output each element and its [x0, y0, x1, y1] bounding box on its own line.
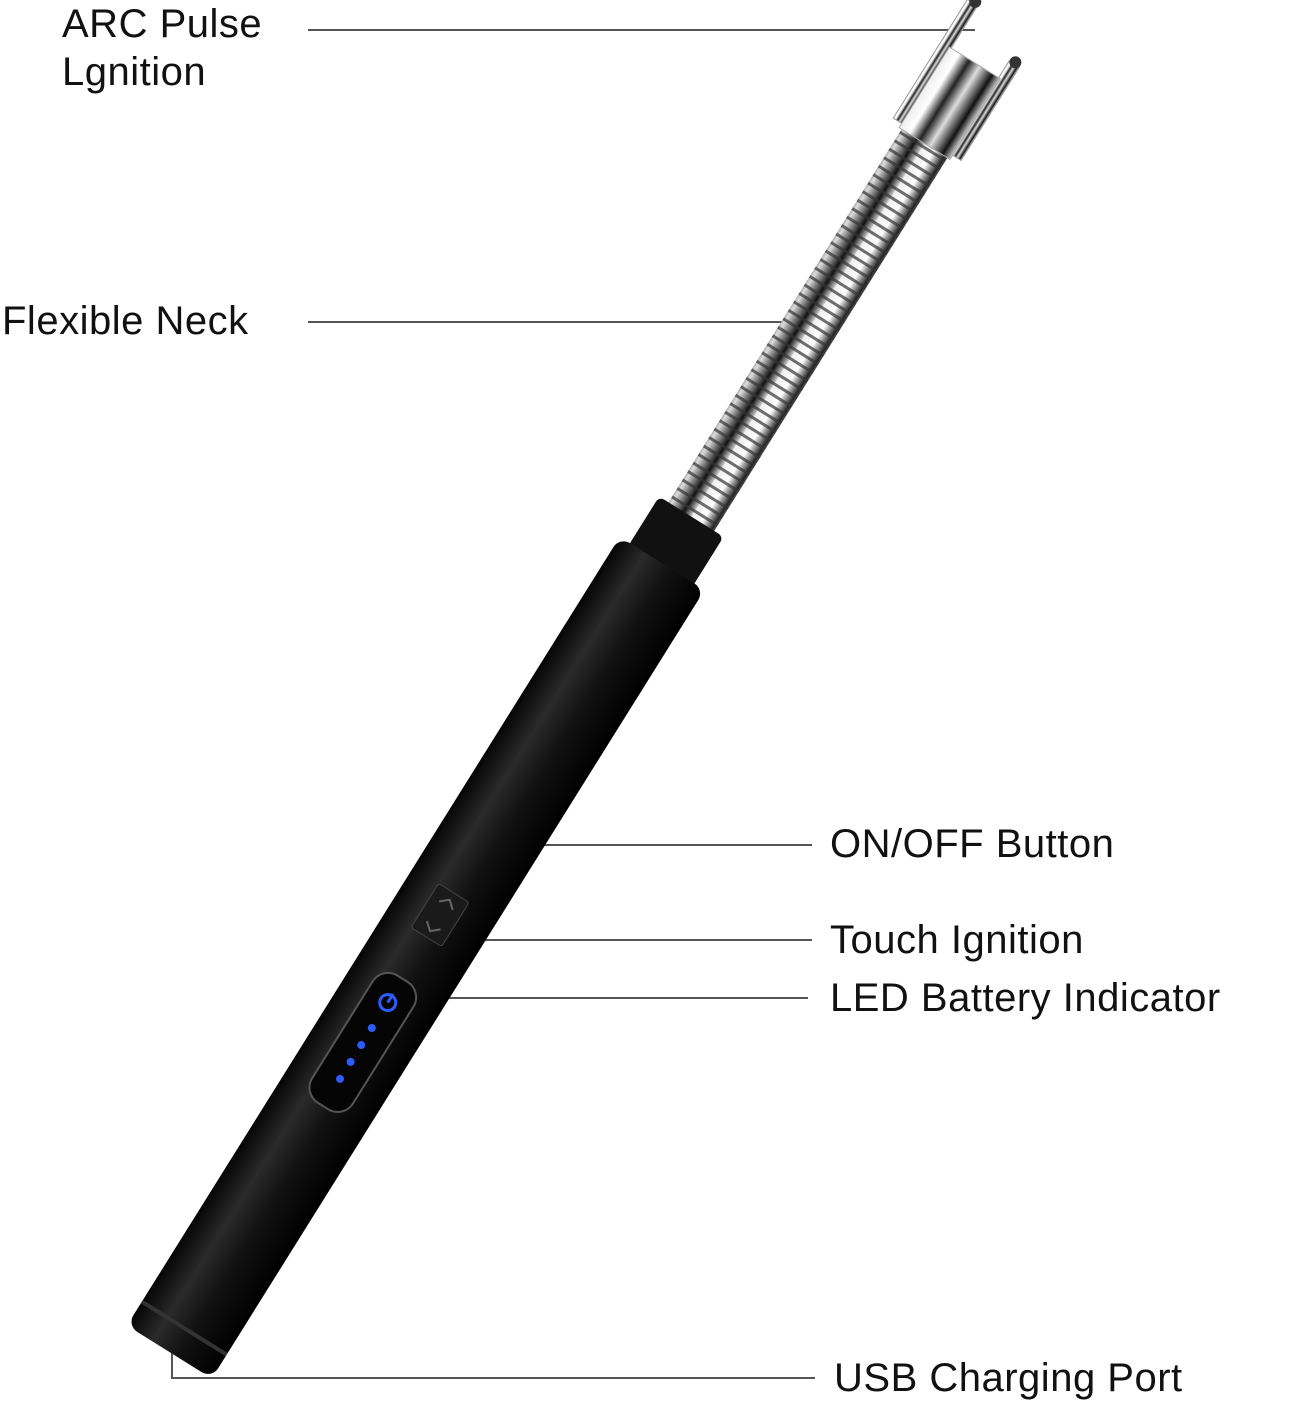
leader-usb [171, 1345, 815, 1379]
led-dot [336, 1074, 345, 1083]
label-ignition: Lgnition [62, 50, 207, 94]
collar [629, 498, 722, 586]
label-led-battery: LED Battery Indicator [830, 976, 1221, 1020]
label-usb-port: USB Charging Port [834, 1356, 1183, 1400]
flexible-neck [660, 116, 956, 544]
battery-leds [336, 1024, 376, 1083]
label-on-off-button: ON/OFF Button [830, 822, 1115, 866]
led-dot [346, 1057, 355, 1066]
led-dot [367, 1024, 376, 1033]
on-off-button[interactable] [411, 883, 469, 946]
label-flexible-neck: Flexible Neck [2, 299, 249, 343]
arc-head [892, 0, 1022, 162]
lighter [131, 0, 1022, 1374]
arrows-icon [425, 898, 454, 933]
handle [131, 541, 701, 1374]
led-dot [357, 1040, 366, 1049]
label-touch-ignition: Touch Ignition [830, 918, 1084, 962]
label-arc-pulse: ARC Pulse [62, 2, 263, 46]
power-icon[interactable] [377, 990, 400, 1014]
